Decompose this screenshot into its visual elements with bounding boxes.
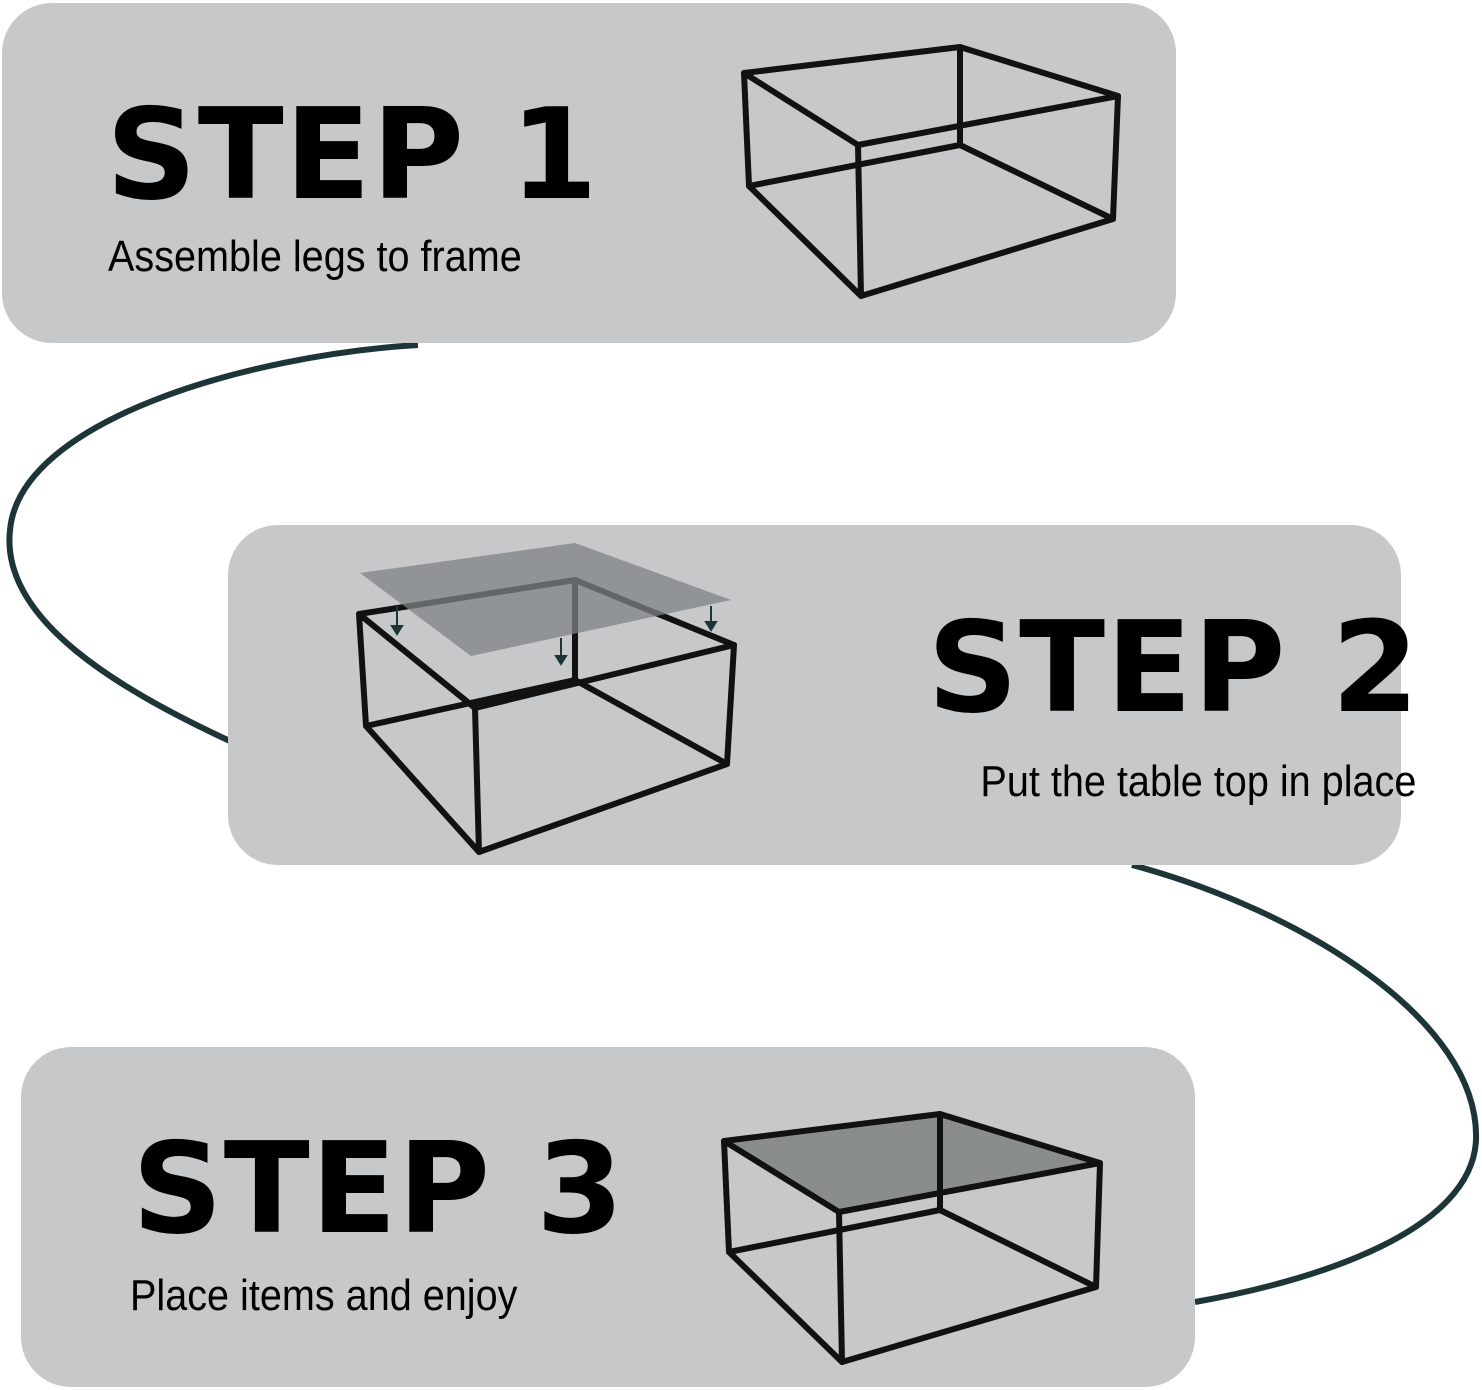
connector-curve-lower	[1131, 862, 1480, 1305]
step-3-description: Place items and enjoy	[130, 1271, 518, 1320]
step-3-title: STEP 3	[132, 1115, 625, 1262]
assembled-coffee-table-icon	[721, 1111, 1103, 1365]
step-1-card	[2, 3, 1176, 343]
step-1-title: STEP 1	[106, 81, 599, 228]
table-top-placement-icon	[356, 543, 737, 855]
step-2-title: STEP 2	[927, 594, 1420, 741]
connector-curve-upper	[6, 342, 419, 745]
glass-top-panel	[360, 543, 731, 656]
down-arrow-icon	[390, 606, 718, 666]
step-1-description: Assemble legs to frame	[108, 232, 522, 281]
glass-table-top	[724, 1114, 1100, 1212]
step-2-description: Put the table top in place	[980, 757, 1416, 806]
step-3-card	[21, 1047, 1195, 1387]
coffee-table-frame-icon	[741, 44, 1121, 299]
